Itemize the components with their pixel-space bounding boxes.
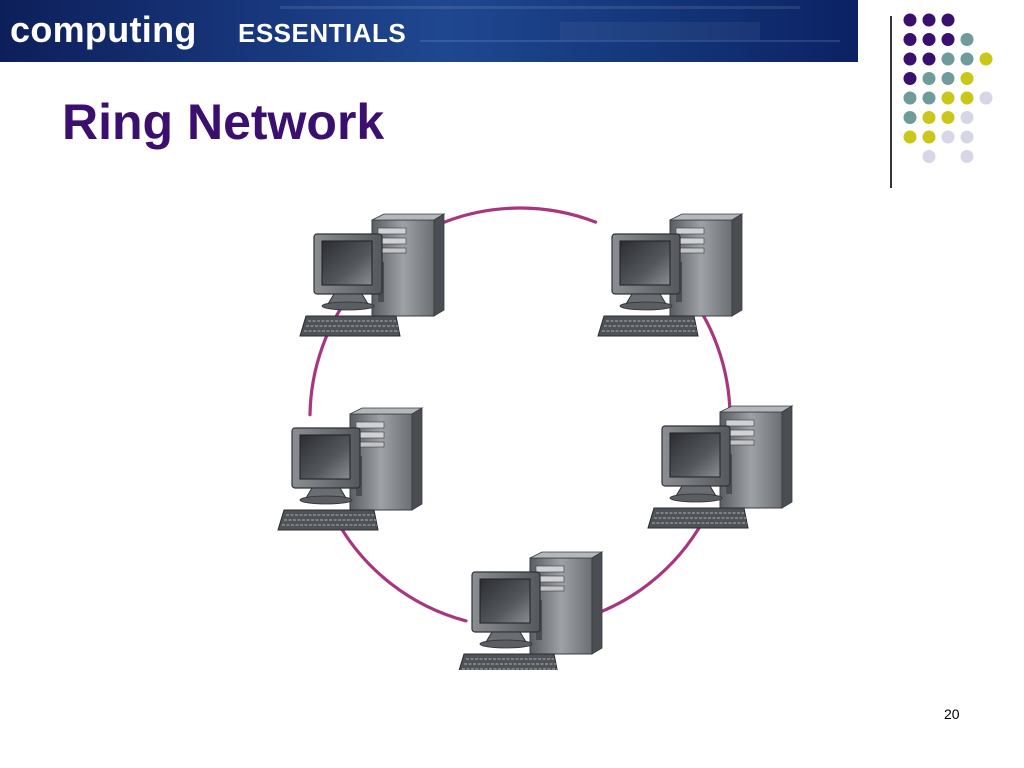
decor-dot — [941, 33, 955, 46]
slide-title: Ring Network — [62, 94, 385, 150]
decor-dot — [979, 91, 993, 105]
brand-secondary-text: ESSENTIALS — [238, 18, 407, 48]
decor-dot — [960, 72, 974, 85]
decor-dot — [922, 130, 936, 144]
decor-dot — [941, 72, 955, 85]
decor-divider — [890, 16, 892, 188]
decor-dot — [922, 91, 936, 105]
decor-dot — [903, 72, 917, 85]
decor-dot — [903, 13, 917, 27]
decor-dot — [941, 52, 955, 66]
decor-dot — [960, 150, 974, 163]
decor-dot — [903, 52, 917, 66]
banner-streak — [280, 6, 800, 9]
decor-dot — [941, 130, 955, 144]
decor-dot — [922, 33, 936, 46]
decor-dot — [960, 91, 974, 105]
decor-dot — [903, 130, 917, 144]
computer-5-icon — [277, 407, 423, 531]
decor-dot — [922, 72, 936, 85]
decor-dot — [903, 111, 917, 124]
decor-dot — [903, 33, 917, 46]
computer-4-icon — [457, 551, 603, 670]
decor-dot — [960, 33, 974, 46]
brand-primary-text: computing — [10, 9, 197, 50]
banner-streak — [420, 40, 840, 42]
decor-dot — [979, 52, 993, 66]
decor-dot — [960, 111, 974, 124]
computer-2-icon — [597, 213, 743, 337]
decor-dot — [922, 13, 936, 27]
decor-dot-grid — [903, 13, 993, 163]
banner-streak — [560, 22, 760, 40]
ring-link-1 — [442, 206, 598, 224]
computer-1-icon — [299, 213, 445, 337]
decor-dot — [960, 130, 974, 144]
decor-dot — [903, 91, 917, 105]
decor-dot — [941, 91, 955, 105]
header-banner: computing ESSENTIALS — [0, 0, 858, 62]
ring-network-diagram — [277, 206, 793, 670]
decor-dot — [922, 52, 936, 66]
decor-dot — [941, 111, 955, 124]
decor-dot — [941, 13, 955, 27]
computer-3-icon — [647, 405, 793, 529]
decor-dot — [922, 111, 936, 124]
decor-dot — [960, 52, 974, 66]
page-number: 20 — [944, 706, 960, 722]
decor-dot — [922, 150, 936, 163]
ring-link-4 — [334, 517, 468, 623]
